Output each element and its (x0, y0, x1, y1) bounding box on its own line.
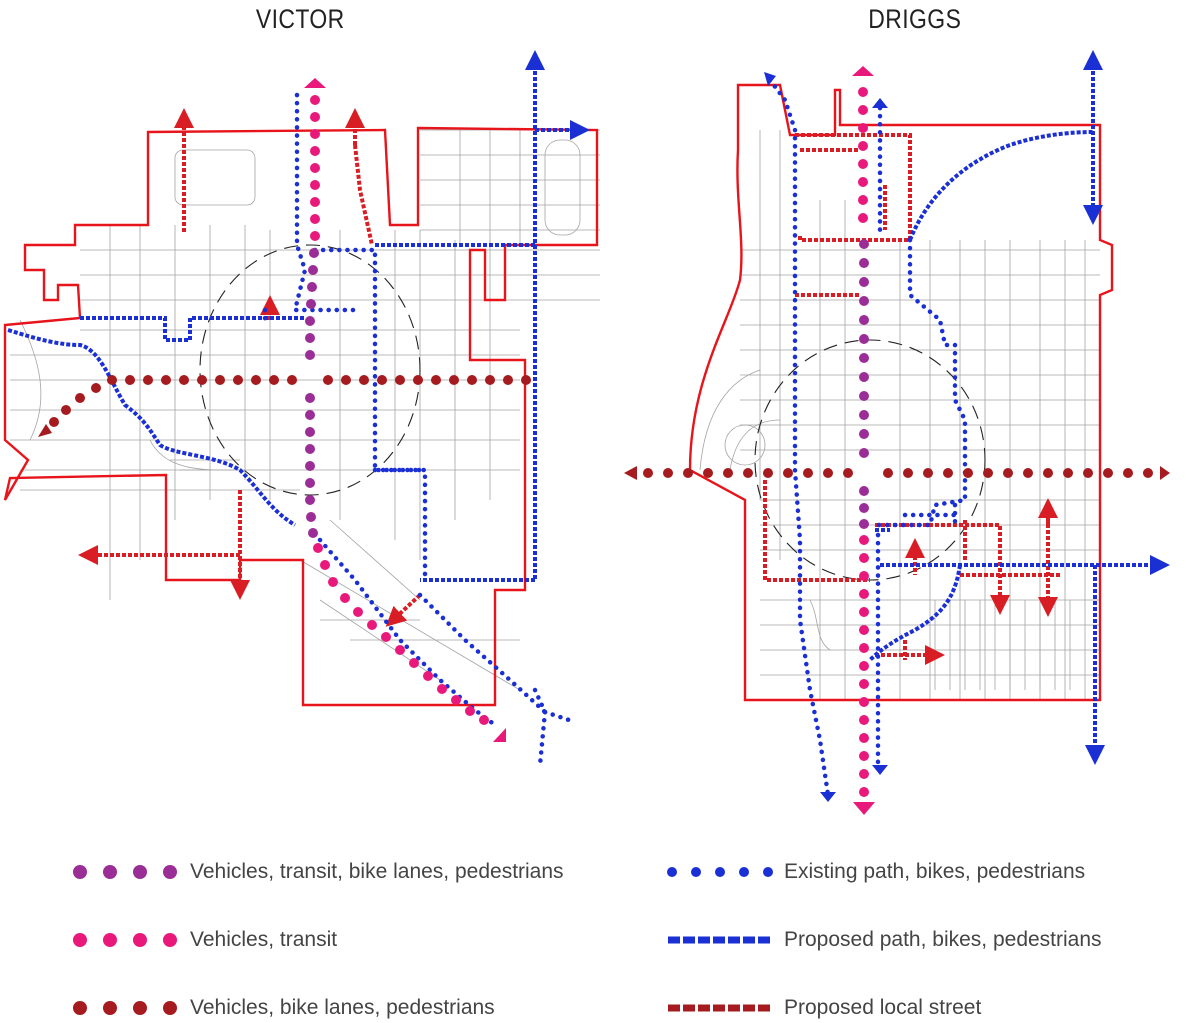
legend-label: Vehicles, transit (190, 928, 338, 951)
blue-dashes-icon (668, 936, 772, 944)
driggs-city-boundary (688, 83, 1114, 702)
purple-dots-icon (73, 865, 177, 879)
victor-proposed-local-streets (78, 108, 422, 627)
driggs-map (624, 50, 1170, 815)
darkred-dots-icon (73, 1001, 177, 1015)
legend-label: Proposed path, bikes, pedestrians (784, 928, 1102, 951)
victor-route-vehicles-bike-lanes-pedestrians (38, 375, 531, 437)
driggs-route-vehicles-bike-lanes-pedestrians (624, 466, 1170, 480)
legend-item-proposed-local-street: Proposed local street (666, 993, 981, 1023)
legend-label: Vehicles, transit, bike lanes, pedestria… (190, 860, 564, 883)
victor-proposed-paths (7, 50, 590, 582)
red-dashes-icon (668, 1004, 772, 1012)
blue-dots-icon (667, 867, 773, 877)
legend-label: Existing path, bikes, pedestrians (784, 860, 1086, 883)
map-title-driggs: DRIGGS (868, 4, 962, 34)
legend-item-vehicles-transit: Vehicles, transit (72, 925, 337, 955)
legend-label: Vehicles, bike lanes, pedestrians (190, 996, 495, 1019)
pink-dots-icon (73, 933, 177, 947)
victor-street-grid (10, 129, 600, 691)
victor-route-full-multimodal (305, 248, 319, 538)
driggs-transit-loop (754, 339, 986, 581)
legend-item-existing-path: Existing path, bikes, pedestrians (666, 857, 1085, 887)
driggs-existing-paths (767, 77, 968, 798)
driggs-proposed-local-streets (763, 133, 1060, 665)
driggs-route-full-multimodal (859, 239, 869, 529)
driggs-proposed-paths (868, 50, 1170, 765)
driggs-street-grid (699, 130, 1100, 700)
maps-canvas (3, 50, 1170, 815)
legend-item-vehicles-bike-lanes: Vehicles, bike lanes, pedestrians (72, 993, 495, 1023)
driggs-route-vehicles-transit (852, 66, 875, 815)
map-title-victor: VICTOR (255, 4, 345, 34)
legend-item-proposed-path: Proposed path, bikes, pedestrians (666, 925, 1102, 955)
driggs-path-arrows (764, 52, 1103, 802)
victor-map (3, 50, 600, 768)
legend-label: Proposed local street (784, 996, 982, 1019)
victor-route-vehicles-transit (304, 78, 506, 742)
legend-item-full-multimodal: Vehicles, transit, bike lanes, pedestria… (72, 857, 564, 887)
victor-existing-paths (262, 92, 578, 768)
victor-city-boundary (3, 126, 599, 707)
